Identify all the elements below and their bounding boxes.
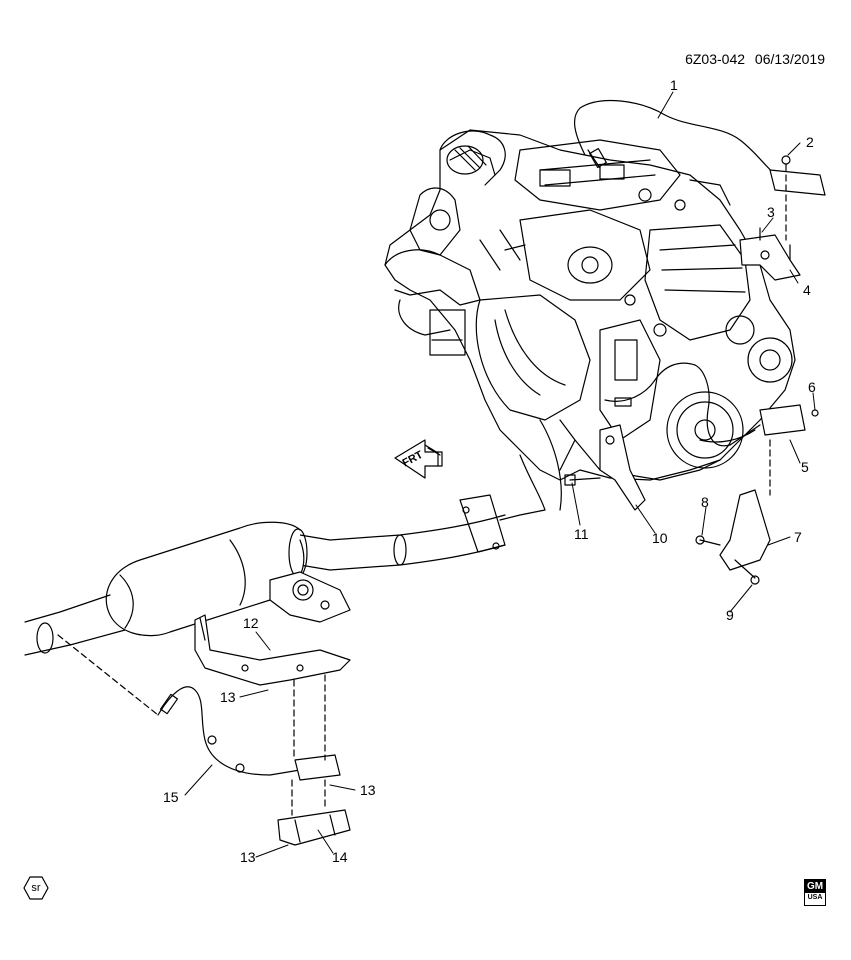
- diagram-code: 6Z03-042: [685, 51, 746, 67]
- sr-mark-frame: [23, 876, 49, 900]
- gm-logo: GM USA: [804, 879, 826, 906]
- bracket-10: [564, 424, 646, 511]
- callout-2: 2: [806, 134, 814, 150]
- callout-7: 7: [794, 529, 802, 545]
- harness-1: [573, 99, 826, 196]
- sr-mark: sr: [31, 882, 41, 894]
- callout-13-a: 13: [220, 689, 236, 705]
- leader-lines: [184, 91, 816, 858]
- harness-15: [157, 686, 341, 781]
- callout-13-b: 13: [360, 782, 376, 798]
- callout-1: 1: [670, 77, 678, 93]
- engine-assembly: [384, 129, 796, 481]
- exhaust-system: [24, 419, 562, 656]
- callout-10: 10: [652, 530, 668, 546]
- gm-logo-bottom: USA: [807, 894, 823, 901]
- callout-4: 4: [803, 282, 811, 298]
- callout-11: 11: [574, 526, 589, 542]
- alignment-lines: [57, 164, 787, 816]
- callout-14: 14: [332, 849, 348, 865]
- callout-3: 3: [767, 204, 775, 220]
- callout-5: 5: [801, 459, 809, 475]
- bracket-12: [194, 614, 351, 686]
- harness-5: [604, 362, 819, 447]
- bracket-14: [277, 809, 351, 846]
- callout-8: 8: [701, 494, 709, 510]
- diagram-header: 6Z03-042 06/13/2019: [685, 51, 825, 67]
- front-direction-arrow: [394, 439, 443, 479]
- bracket-4: [739, 227, 801, 281]
- bracket-7: [695, 489, 771, 585]
- diagram-date: 06/13/2019: [754, 51, 825, 67]
- callout-12: 12: [243, 615, 259, 631]
- callout-15: 15: [163, 789, 179, 805]
- callout-13-c: 13: [240, 849, 256, 865]
- gm-logo-top: GM: [805, 880, 825, 893]
- callout-9: 9: [726, 607, 734, 623]
- callout-6: 6: [808, 379, 816, 395]
